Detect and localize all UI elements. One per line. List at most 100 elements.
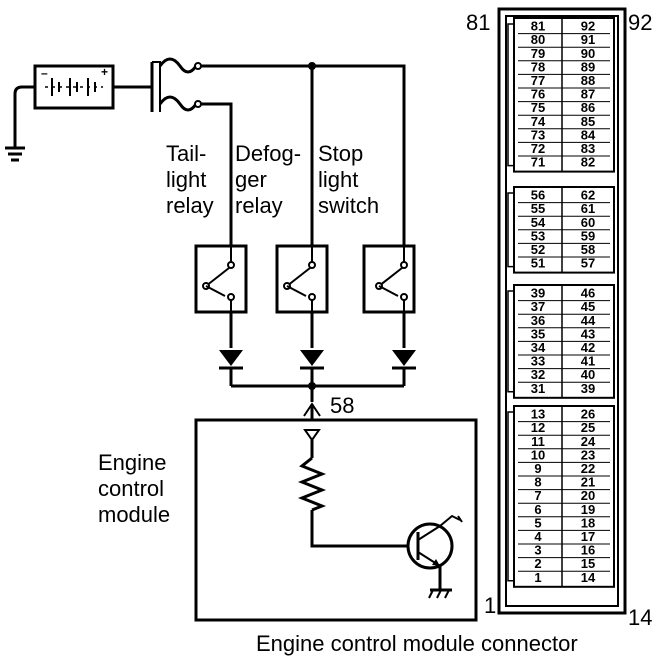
connector-pin-label: 2: [534, 556, 541, 571]
diode-stop: [392, 350, 416, 370]
connector-pin-label: 25: [581, 420, 595, 435]
connector-corner-14: 14: [628, 605, 652, 630]
stop-light-switch-label-2: light: [318, 167, 358, 192]
connector-pin-label: 33: [531, 354, 545, 369]
defogger-relay-label-3: relay: [235, 193, 283, 218]
connector-pin-label: 5: [534, 515, 541, 530]
connector-pin-label: 6: [534, 502, 541, 517]
connector-pin-label: 72: [531, 141, 545, 156]
svg-text:–: –: [41, 66, 48, 80]
ecm-label-2: control: [98, 476, 164, 501]
connector-pin-label: 80: [531, 32, 545, 47]
connector-pin-label: 17: [581, 529, 595, 544]
connector-pin-label: 55: [531, 201, 545, 216]
connector-pin-label: 59: [581, 228, 595, 243]
connector-pin-label: 52: [531, 242, 545, 257]
supply-wire-stop: [201, 64, 406, 246]
connector-corner-92: 92: [628, 10, 652, 35]
connector-pin-label: 57: [581, 256, 595, 271]
connector-pin-label: 73: [531, 127, 545, 142]
connector-pin-label: 3: [534, 543, 541, 558]
connector-pin-label: 85: [581, 114, 595, 129]
connector-pin-label: 4: [534, 529, 542, 544]
battery-symbol: – +: [33, 64, 115, 110]
connector-pin-label: 34: [531, 340, 546, 355]
connector-pin-label: 60: [581, 215, 595, 230]
connector-pin-group: [513, 284, 615, 399]
resistor-icon: [297, 456, 327, 512]
connector-pin-label: 20: [581, 488, 595, 503]
connector-pin-label: 46: [581, 286, 595, 301]
defogger-relay-label-1: Defog-: [235, 141, 301, 166]
ecm-input-terminal-icon: [303, 429, 321, 442]
connector-pin-label: 84: [581, 127, 596, 142]
defogger-relay: [275, 244, 329, 314]
connector-pin-label: 83: [581, 141, 595, 156]
connector-pin-label: 9: [534, 461, 541, 476]
connector-pin-label: 56: [531, 188, 545, 203]
stop-light-switch: [362, 244, 416, 314]
connector-pin-label: 22: [581, 461, 595, 476]
connector-pin-label: 12: [531, 420, 545, 435]
connector-pin-label: 18: [581, 515, 595, 530]
transistor-icon: [406, 514, 463, 570]
connector-pin-label: 44: [581, 313, 596, 328]
connector-pin-label: 71: [531, 155, 545, 170]
fuse-icon: [150, 57, 202, 112]
connector-pin-label: 89: [581, 59, 595, 74]
connector-corner-1: 1: [484, 593, 496, 618]
connector-pin-label: 24: [581, 434, 596, 449]
connector-pin-label: 42: [581, 340, 595, 355]
connector-pin-label: 37: [531, 299, 545, 314]
tail-light-relay-label-1: Tail-: [166, 141, 206, 166]
ground-wire: [13, 85, 35, 148]
connector-pin-label: 81: [531, 19, 545, 34]
connector-pin-label: 62: [581, 188, 595, 203]
connector-pin-label: 51: [531, 256, 545, 271]
connector-pin-label: 91: [581, 32, 595, 47]
connector-caption: Engine control module connector: [256, 631, 578, 656]
connector-pin-label: 53: [531, 228, 545, 243]
connector-pin-label: 92: [581, 19, 595, 34]
connector-pin-label: 7: [534, 488, 541, 503]
connector-pin-label: 39: [531, 286, 545, 301]
ground-icon: [5, 146, 25, 162]
connector-latch: [507, 411, 514, 582]
connector-pin-label: 39: [581, 381, 595, 396]
connector-pin-label: 79: [531, 46, 545, 61]
tail-light-relay-label-3: relay: [166, 193, 214, 218]
connector-pin-label: 45: [581, 299, 595, 314]
connector-pin-group: [513, 17, 615, 173]
terminal-connector-icon: [303, 402, 321, 420]
stop-light-switch-label-1: Stop: [318, 141, 363, 166]
connector-pin-group: [513, 405, 615, 588]
connector-pin-label: 88: [581, 73, 595, 88]
connector-pin-label: 36: [531, 313, 545, 328]
connector-pin-group: [513, 186, 615, 274]
connector-pin-label: 86: [581, 100, 595, 115]
connector-pin-label: 13: [531, 407, 545, 422]
connector-pin-label: 21: [581, 475, 595, 490]
connector-latch: [507, 192, 514, 268]
connector-pin-label: 90: [581, 46, 595, 61]
connector-inner: [505, 15, 619, 607]
ecm-label-1: Engine: [98, 450, 167, 475]
supply-wire-tail: [201, 102, 233, 246]
connector-pin-label: 35: [531, 326, 545, 341]
svg-text:+: +: [101, 65, 108, 79]
connector-pin-label: 43: [581, 326, 595, 341]
connector-pin-label: 78: [531, 59, 545, 74]
connector-pin-label: 11: [531, 434, 545, 449]
tail-light-relay: [194, 244, 248, 314]
connector-latch: [507, 23, 514, 167]
ecm-box: [194, 418, 478, 622]
connector-pin-label: 14: [581, 570, 596, 585]
connector-pin-label: 31: [531, 381, 545, 396]
diode-defogger: [300, 350, 324, 370]
connector-pin-label: 1: [534, 570, 541, 585]
connector-pin-label: 26: [581, 407, 595, 422]
tail-light-relay-label-2: light: [166, 167, 206, 192]
connector-pin-label: 75: [531, 100, 545, 115]
